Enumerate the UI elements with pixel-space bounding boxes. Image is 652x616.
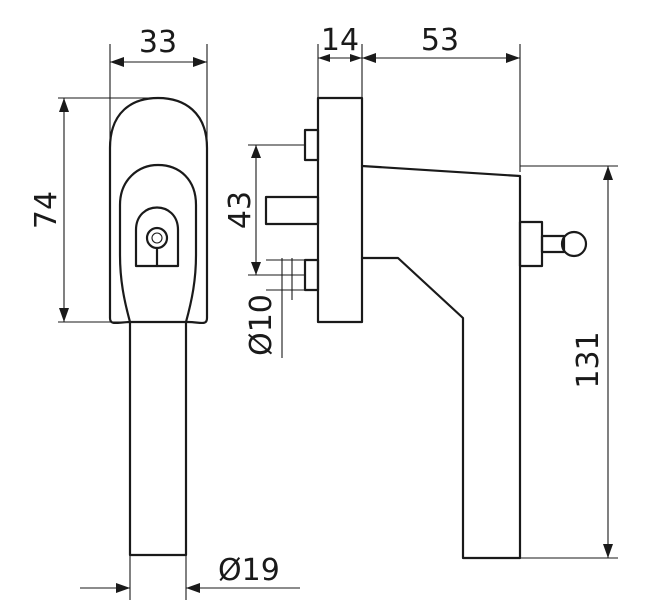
dim-d10-label: Ø10 <box>244 294 279 356</box>
dim-131: 131 <box>520 165 618 559</box>
dim-43: 43 <box>223 144 305 276</box>
dim-53: 53 <box>362 23 521 172</box>
dim-43-label: 43 <box>223 191 258 229</box>
dim-d10: Ø10 <box>244 258 305 358</box>
front-escutcheon <box>108 96 209 325</box>
side-lever <box>360 164 522 560</box>
dim-d19-label: Ø19 <box>218 553 280 588</box>
side-base-plate <box>316 96 364 324</box>
dim-131-label: 131 <box>571 331 606 388</box>
front-lever <box>118 163 198 557</box>
dim-33: 33 <box>109 25 208 140</box>
dim-74: 74 <box>29 97 158 323</box>
lock-cylinder-core <box>151 232 163 244</box>
side-key-shaft <box>540 234 566 254</box>
side-screw-bottom <box>303 258 320 292</box>
dim-74-label: 74 <box>29 191 64 229</box>
side-view <box>264 96 588 560</box>
front-view <box>108 96 209 557</box>
side-screw-top <box>303 128 320 162</box>
dim-53-label: 53 <box>421 23 459 58</box>
dim-14: 14 <box>317 23 363 98</box>
dim-d19: Ø19 <box>80 553 300 600</box>
lock-slot <box>134 206 180 268</box>
lock-cylinder-icon <box>145 226 169 250</box>
key-icon <box>560 230 588 258</box>
dim-33-label: 33 <box>139 25 177 60</box>
side-lock-housing <box>518 220 544 268</box>
dim-14-label: 14 <box>321 23 359 58</box>
side-spindle <box>264 195 320 226</box>
